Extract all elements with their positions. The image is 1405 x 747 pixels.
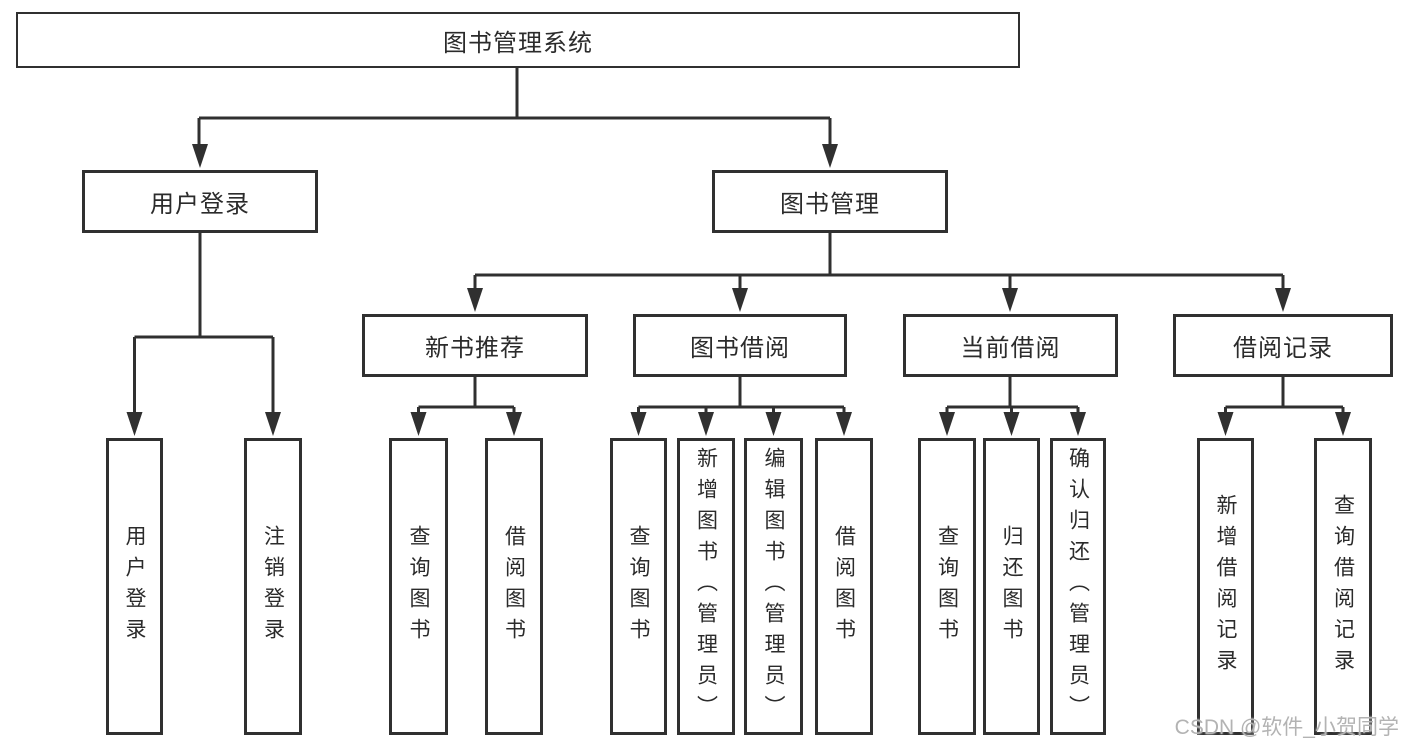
node-borrow-records: 借阅记录 (1173, 314, 1393, 377)
node-root: 图书管理系统 (16, 12, 1020, 68)
arrowheads (126, 144, 1351, 436)
node-leaf-query-book-borrow: 查询图书 (610, 438, 667, 735)
node-leaf-logout-label: 注销登录 (261, 524, 285, 649)
node-leaf-return-book: 归还图书 (983, 438, 1040, 735)
node-leaf-confirm-return-admin-label: 确认归还（管理员） (1066, 447, 1090, 726)
node-root-label: 图书管理系统 (443, 29, 593, 57)
node-new-book-rec-label: 新书推荐 (425, 335, 525, 362)
node-leaf-edit-book-admin-label: 编辑图书（管理员） (762, 447, 785, 726)
node-leaf-return-book-label: 归还图书 (1000, 524, 1023, 649)
node-leaf-edit-book-admin: 编辑图书（管理员） (744, 438, 803, 735)
node-borrow-records-label: 借阅记录 (1233, 335, 1333, 362)
connector-book-borrow-children (637, 377, 846, 418)
node-user-login: 用户登录 (82, 170, 318, 233)
node-leaf-add-borrow-record: 新增借阅记录 (1197, 438, 1254, 735)
node-leaf-query-book-rec: 查询图书 (389, 438, 448, 735)
node-leaf-query-book-borrow-label: 查询图书 (627, 524, 650, 649)
node-book-mgmt-label: 图书管理 (780, 191, 880, 218)
connector-book-mgmt-children (473, 233, 1285, 296)
node-leaf-query-book-current: 查询图书 (918, 438, 976, 735)
node-book-borrow: 图书借阅 (633, 314, 847, 377)
node-leaf-confirm-return-admin: 确认归还（管理员） (1050, 438, 1106, 735)
node-leaf-query-borrow-record: 查询借阅记录 (1314, 438, 1372, 735)
node-leaf-logout: 注销登录 (244, 438, 302, 735)
node-leaf-borrow-book-borrow: 借阅图书 (815, 438, 873, 735)
connector-new-book-rec-children (417, 377, 516, 418)
node-leaf-borrow-book-rec-label: 借阅图书 (502, 524, 526, 649)
node-leaf-user-login-label: 用户登录 (123, 524, 146, 649)
node-leaf-borrow-book-borrow-label: 借阅图书 (832, 524, 856, 649)
connector-current-borrow-children (945, 377, 1080, 418)
node-book-mgmt: 图书管理 (712, 170, 948, 233)
node-leaf-user-login: 用户登录 (106, 438, 163, 735)
node-current-borrow: 当前借阅 (903, 314, 1118, 377)
node-leaf-borrow-book-rec: 借阅图书 (485, 438, 543, 735)
node-leaf-add-book-admin-label: 新增图书（管理员） (694, 447, 718, 726)
node-leaf-add-book-admin: 新增图书（管理员） (677, 438, 735, 735)
node-leaf-query-borrow-record-label: 查询借阅记录 (1331, 493, 1355, 680)
node-leaf-add-borrow-record-label: 新增借阅记录 (1214, 493, 1237, 680)
csdn-watermark: CSDN @软件_小贺同学 (1174, 716, 1399, 739)
connector-root-to-level2 (197, 68, 832, 150)
node-book-borrow-label: 图书借阅 (690, 335, 790, 362)
node-current-borrow-label: 当前借阅 (960, 335, 1061, 362)
connector-borrow-records-children (1224, 377, 1345, 418)
node-user-login-label: 用户登录 (150, 191, 250, 218)
node-leaf-query-book-current-label: 查询图书 (935, 524, 959, 649)
node-leaf-query-book-rec-label: 查询图书 (407, 524, 430, 649)
connector-user-login-children (133, 233, 275, 418)
node-new-book-rec: 新书推荐 (362, 314, 588, 377)
